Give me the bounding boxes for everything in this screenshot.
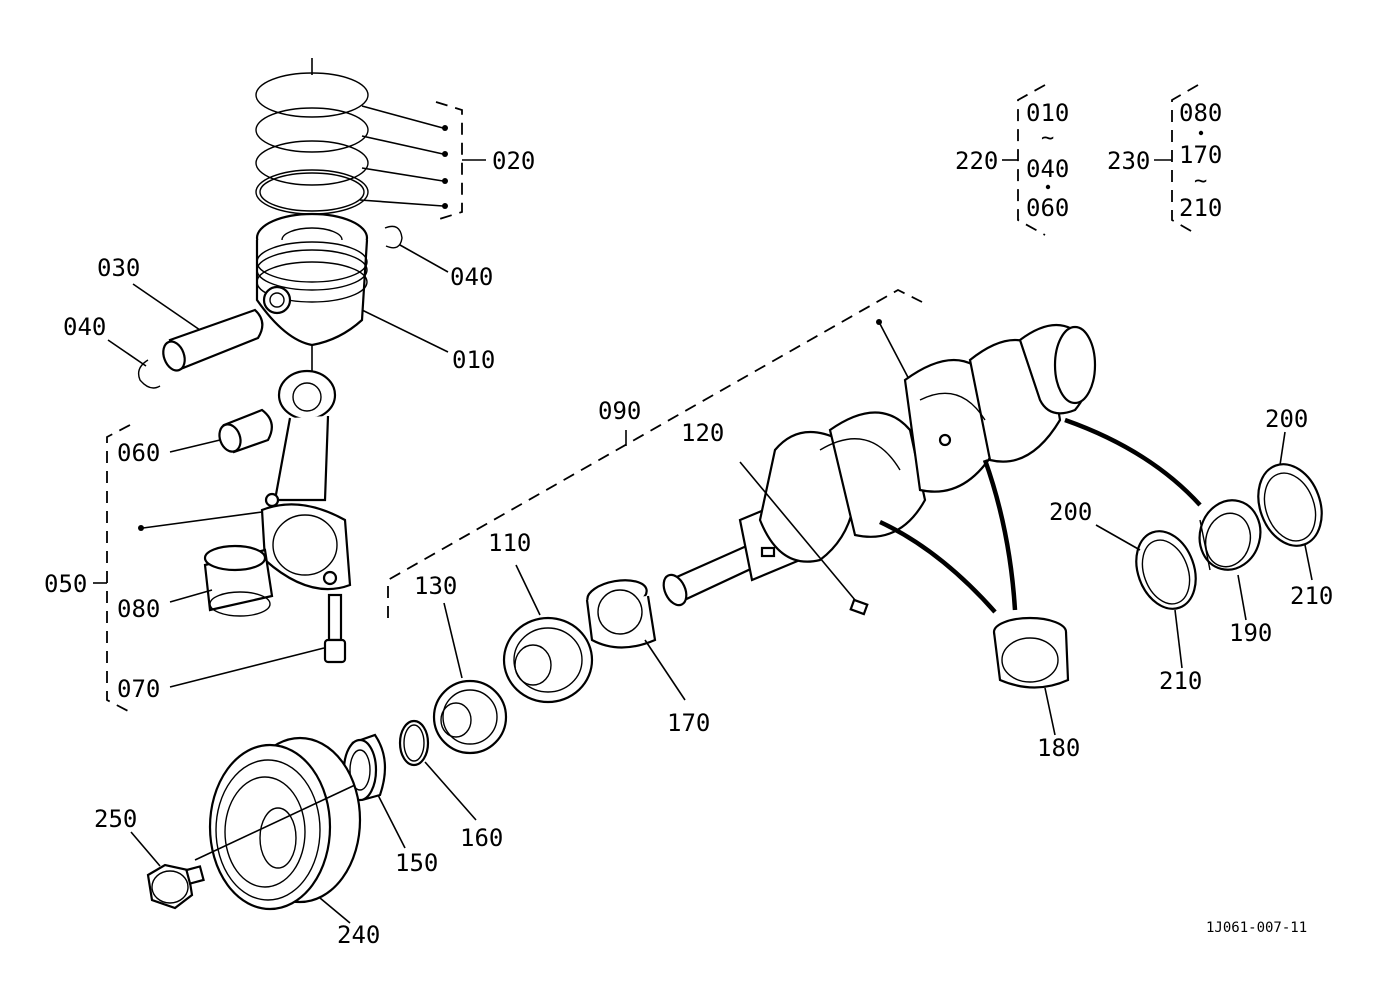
- label-090: 090: [598, 397, 641, 425]
- label-040-left: 040: [63, 313, 106, 341]
- svg-text:~: ~: [1194, 169, 1207, 194]
- label-170: 170: [667, 709, 710, 737]
- kit-230-item-2: 170: [1179, 141, 1222, 169]
- label-240: 240: [337, 921, 380, 949]
- kit-230-label: 230: [1107, 147, 1150, 175]
- label-210-right: 210: [1290, 582, 1333, 610]
- kit-230: 230 080 170 ~ 210: [1107, 84, 1222, 236]
- gear-130: [432, 602, 508, 755]
- label-200-left: 200: [1049, 498, 1092, 526]
- label-070: 070: [117, 675, 160, 703]
- big-end-bearing: [169, 544, 274, 617]
- small-end-bushing: [169, 408, 273, 454]
- label-030: 030: [97, 254, 140, 282]
- crankshaft-gear-110: [502, 564, 594, 704]
- label-120: 120: [681, 419, 724, 447]
- circlip-left: [107, 339, 161, 389]
- main-bearing: [992, 616, 1070, 736]
- thrust-bearing: [1198, 499, 1262, 621]
- label-160: 160: [460, 824, 503, 852]
- callout-labels: 020 040 030 040 010 060 050 080 070 090 …: [44, 147, 1333, 949]
- svg-text:~: ~: [1041, 126, 1054, 151]
- connecting-rod: [260, 345, 352, 591]
- kit-230-item-3: 210: [1179, 194, 1222, 222]
- label-180: 180: [1037, 734, 1080, 762]
- label-190: 190: [1229, 619, 1272, 647]
- label-210-left: 210: [1159, 667, 1202, 695]
- rod-bolt: [169, 593, 347, 688]
- label-050: 050: [44, 570, 87, 598]
- label-150: 150: [395, 849, 438, 877]
- piston-rings: [255, 58, 369, 215]
- label-020: 020: [492, 147, 535, 175]
- crankshaft-pulley: [194, 736, 362, 924]
- crankshaft-front-bearing: [585, 579, 686, 701]
- kit-220-label: 220: [955, 147, 998, 175]
- label-200-right: 200: [1265, 405, 1308, 433]
- kit-220-item-3: 060: [1026, 194, 1069, 222]
- label-250: 250: [94, 805, 137, 833]
- o-ring: [398, 719, 477, 821]
- piston: [255, 212, 449, 353]
- rod-group-bracket: [93, 424, 263, 713]
- piston-pin: [132, 283, 264, 372]
- label-010: 010: [452, 346, 495, 374]
- label-040-right: 040: [450, 263, 493, 291]
- diagram-code: 1J061-007-11: [1206, 920, 1307, 936]
- kit-220-item-2: 040: [1026, 155, 1069, 183]
- label-130: 130: [414, 572, 457, 600]
- crankshaft-group-bracket: [387, 288, 923, 618]
- pulley-bolt: [130, 831, 205, 910]
- label-060: 060: [117, 439, 160, 467]
- ring-leaders: [359, 101, 486, 221]
- kit-230-item-1: 080: [1179, 99, 1222, 127]
- label-080: 080: [117, 595, 160, 623]
- kit-220-item-1: 010: [1026, 99, 1069, 127]
- thrust-washer-left: [1095, 524, 1197, 669]
- bearing-position-arrows: [879, 417, 1202, 614]
- kit-220: 220 010 ~ 040 060: [955, 84, 1069, 236]
- collar: [342, 733, 406, 849]
- thrust-washer-right: [1257, 431, 1323, 581]
- crankshaft: [662, 323, 1097, 616]
- label-110: 110: [488, 529, 531, 557]
